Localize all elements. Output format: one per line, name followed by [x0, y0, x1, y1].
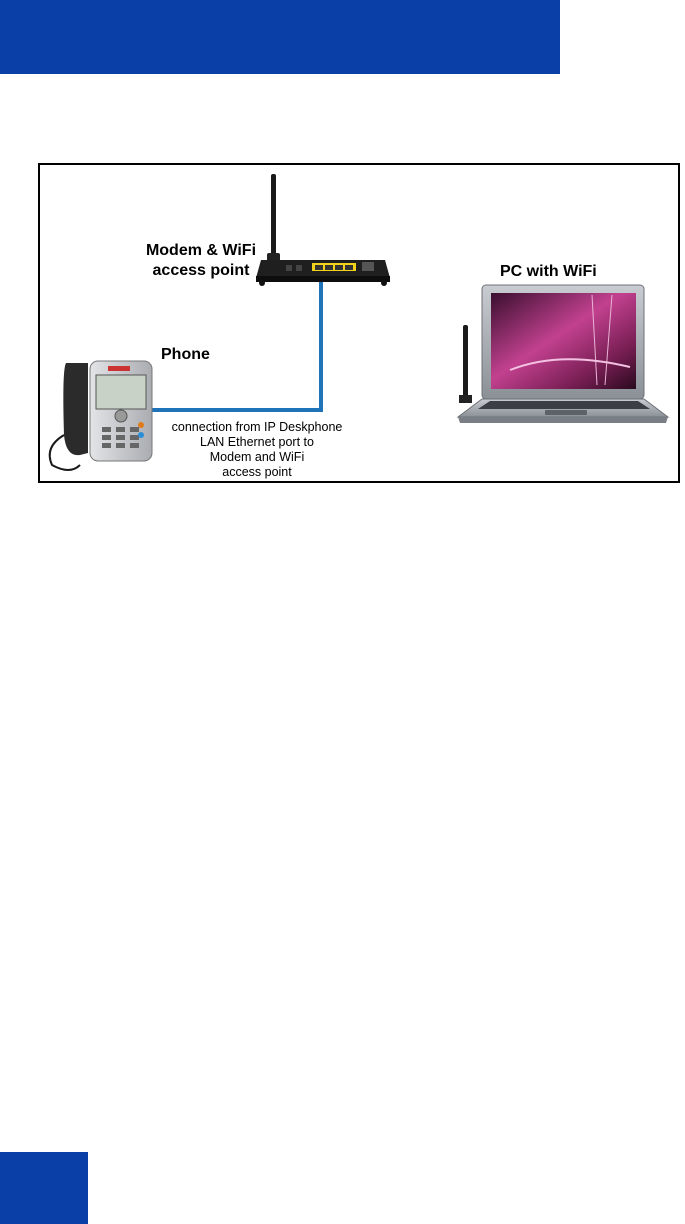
modem-label: Modem & WiFi access point — [126, 241, 276, 281]
wifi-router-icon — [256, 174, 390, 286]
header-bar — [0, 0, 560, 74]
pc-label: PC with WiFi — [500, 262, 597, 282]
connection-label: connection from IP Deskphone LAN Etherne… — [148, 420, 366, 480]
ip-deskphone-icon — [50, 361, 152, 470]
ethernet-cable — [149, 274, 321, 410]
page-number-tab — [0, 1152, 88, 1224]
modem-label-line1: Modem & WiFi — [126, 241, 276, 261]
connection-label-line3: Modem and WiFi — [148, 450, 366, 465]
phone-label: Phone — [161, 345, 210, 365]
connection-label-line4: access point — [148, 465, 366, 480]
laptop-icon — [458, 285, 668, 423]
modem-label-line2: access point — [126, 261, 276, 281]
network-diagram: Modem & WiFi access point PC with WiFi P… — [38, 163, 680, 483]
connection-label-line1: connection from IP Deskphone — [148, 420, 366, 435]
connection-label-line2: LAN Ethernet port to — [148, 435, 366, 450]
